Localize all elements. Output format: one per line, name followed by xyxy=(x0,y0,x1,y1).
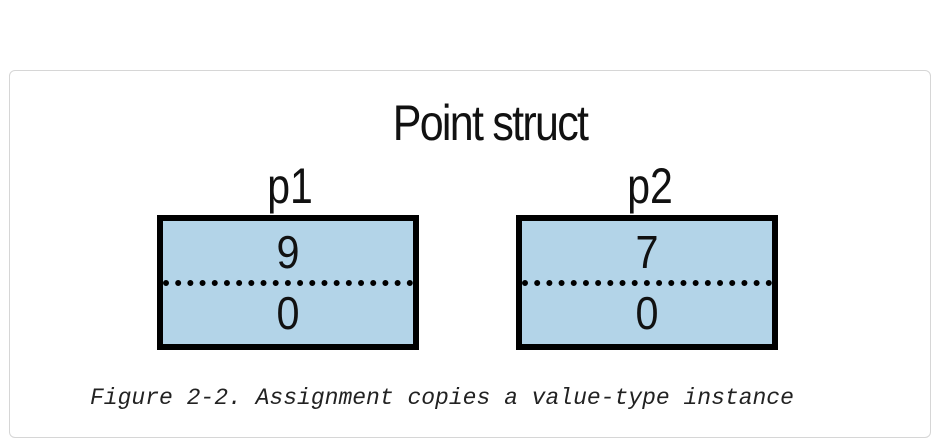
struct-box-p1: 9 0 xyxy=(157,215,419,350)
diagram-title: Point struct xyxy=(392,95,589,151)
field-divider xyxy=(522,279,772,286)
field-x-value: 9 xyxy=(276,225,300,278)
field-divider xyxy=(163,279,413,286)
figure-caption: Figure 2-2. Assignment copies a value-ty… xyxy=(90,385,794,411)
field-y-value: 0 xyxy=(635,287,659,340)
field-y-value: 0 xyxy=(276,287,300,340)
field-x-value: 7 xyxy=(635,225,659,278)
struct-box-p2: 7 0 xyxy=(516,215,778,350)
variable-label-p2: p2 xyxy=(627,158,673,214)
variable-label-p1: p1 xyxy=(267,158,313,214)
